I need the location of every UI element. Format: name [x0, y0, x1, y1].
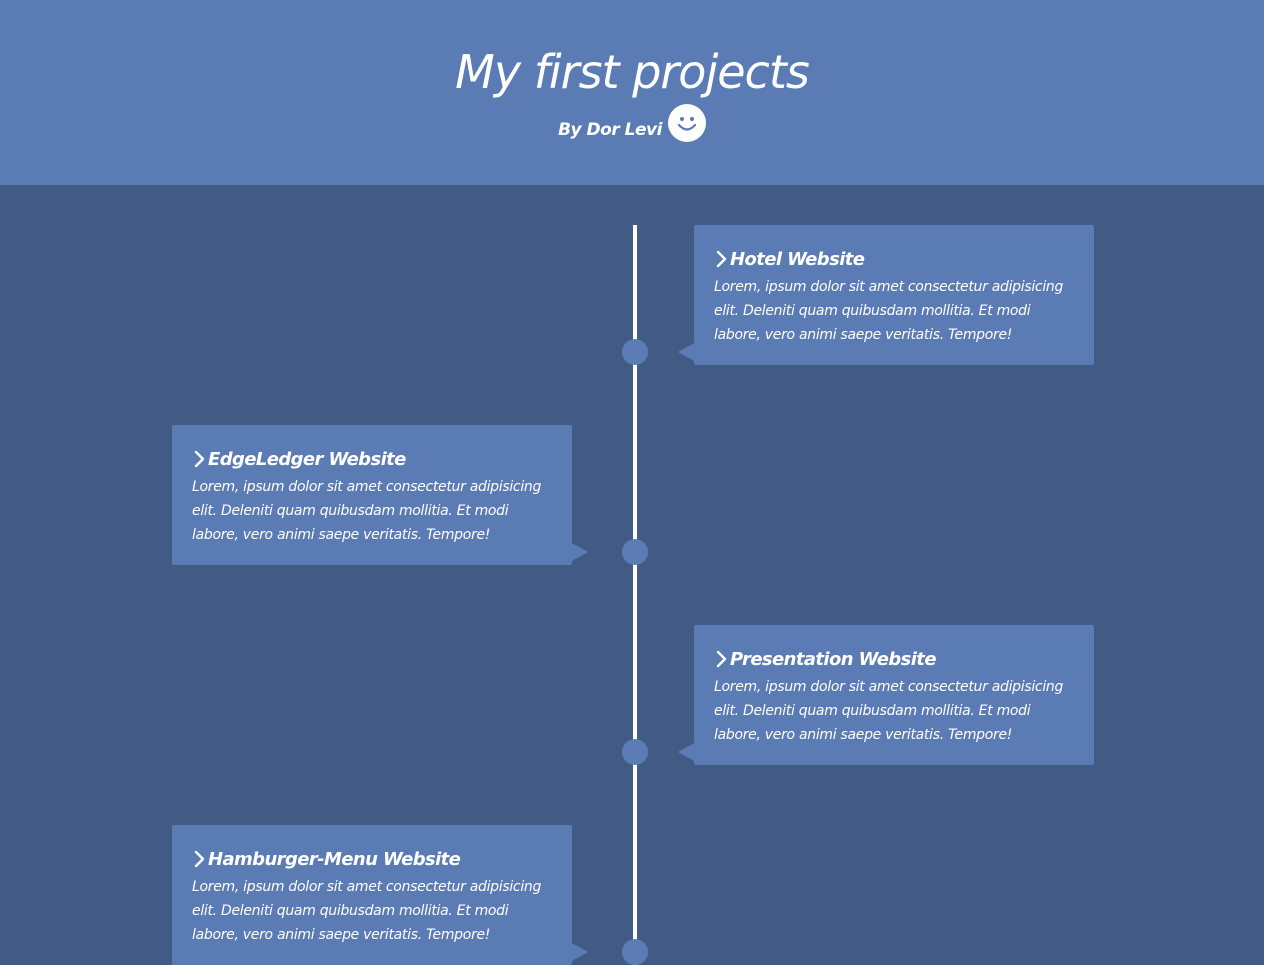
byline: By Dor Levi — [0, 104, 1264, 142]
project-title: Hamburger-Menu Website — [192, 846, 552, 872]
project-card-hamburger-menu[interactable]: Hamburger-Menu Website Lorem, ipsum dolo… — [172, 825, 588, 965]
author-name: By Dor Levi — [558, 120, 662, 140]
project-title: Hotel Website — [714, 246, 1074, 272]
project-title-text: Hotel Website — [730, 248, 865, 270]
chevron-right-icon — [716, 250, 727, 268]
chevron-right-icon — [716, 650, 727, 668]
project-card-hotel[interactable]: Hotel Website Lorem, ipsum dolor sit ame… — [678, 225, 1094, 365]
project-description: Lorem, ipsum dolor sit amet consectetur … — [192, 879, 542, 943]
project-card-edgeledger[interactable]: EdgeLedger Website Lorem, ipsum dolor si… — [172, 425, 588, 565]
project-title-text: Presentation Website — [730, 648, 937, 670]
timeline-line — [633, 225, 637, 965]
chevron-right-icon — [194, 450, 205, 468]
smiley-icon — [667, 104, 706, 142]
chevron-right-icon — [194, 850, 205, 868]
project-card-presentation[interactable]: Presentation Website Lorem, ipsum dolor … — [678, 625, 1094, 765]
page-header: My first projects By Dor Levi — [0, 0, 1264, 185]
project-title-text: Hamburger-Menu Website — [208, 848, 461, 870]
project-description: Lorem, ipsum dolor sit amet consectetur … — [192, 479, 542, 543]
timeline-dot — [622, 939, 648, 965]
timeline: Hotel Website Lorem, ipsum dolor sit ame… — [0, 185, 1264, 965]
project-description: Lorem, ipsum dolor sit amet consectetur … — [714, 679, 1064, 743]
timeline-dot — [622, 339, 648, 365]
page-title: My first projects — [455, 45, 810, 99]
project-description: Lorem, ipsum dolor sit amet consectetur … — [714, 279, 1064, 343]
project-title: Presentation Website — [714, 646, 1074, 672]
project-title: EdgeLedger Website — [192, 446, 552, 472]
timeline-dot — [622, 739, 648, 765]
timeline-dot — [622, 539, 648, 565]
project-title-text: EdgeLedger Website — [208, 448, 406, 470]
